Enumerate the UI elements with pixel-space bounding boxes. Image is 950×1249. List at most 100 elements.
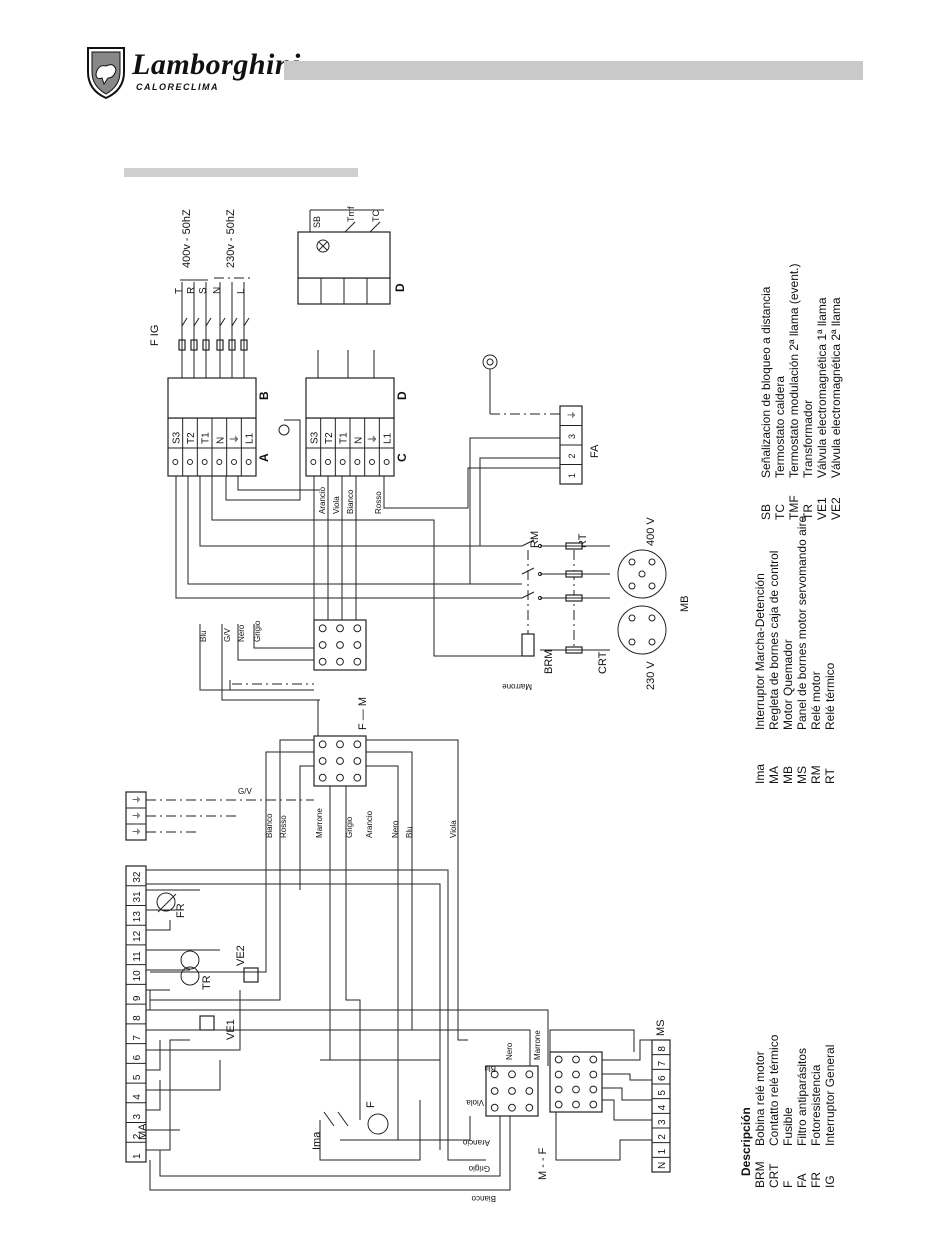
- ve1-valve-icon: [199, 1015, 215, 1031]
- wire-label-nero-top: Nero: [237, 624, 246, 642]
- relay-crt-label: CRT: [597, 651, 609, 674]
- terminal-block-d-top: SB Tmf TC D: [297, 206, 407, 305]
- ma-terminal-7: 7: [132, 1035, 143, 1041]
- ms-terminal-4: 4: [657, 1104, 668, 1110]
- wire-label-blu-bottom: Blu: [484, 1064, 496, 1073]
- wire-label-nero-bottom: Nero: [505, 1042, 514, 1060]
- terminal-terminals_a-0: S3: [171, 431, 182, 444]
- control-components: FR TR VE2 VE1 Ima F: [156, 892, 389, 1150]
- ground-strip: ⏚ ⏚ ⏚: [125, 791, 147, 841]
- wire-label-blu-mid: Blu: [405, 826, 414, 838]
- terminal-group-a-label: A: [257, 453, 271, 462]
- ms-terminal-1: 1: [657, 1148, 668, 1154]
- ma-terminal-9: 9: [132, 995, 143, 1001]
- terminal-block-b: [167, 377, 257, 419]
- wire-label-viola-mid: Viola: [449, 820, 458, 838]
- wire-label-bianco-c: Bianco: [346, 489, 355, 514]
- ma-terminal-4: 4: [132, 1094, 143, 1100]
- fusible-icon: [367, 1113, 389, 1135]
- page-header: Lamborghini CALORECLIMA: [0, 0, 950, 110]
- component-f-label: F: [365, 1101, 377, 1108]
- relay-brm-label: BRM: [543, 650, 555, 674]
- wire-label-arancio-c: Arancio: [318, 486, 327, 514]
- wire-label-grigio-bottom: Grigio: [468, 1164, 490, 1173]
- svg-text:⏚: ⏚: [132, 811, 142, 820]
- phase-r: R: [186, 287, 197, 294]
- ma-terminal-2: 2: [132, 1133, 143, 1139]
- phase-t: T: [174, 288, 185, 294]
- terminal-group-c-label: C: [395, 453, 409, 462]
- f-m-top-label: F — M: [357, 697, 369, 730]
- wiring: [146, 300, 652, 1191]
- terminal-terminals_a-3: N: [215, 437, 226, 444]
- relay-rm-label: RM: [529, 531, 541, 548]
- wire-label-marrone-bottom: Marrone: [533, 1030, 542, 1060]
- connector-lower: [485, 1065, 539, 1117]
- motor-relay-group: RM RT BRM CRT: [521, 531, 609, 674]
- terminal-terminals_a-1: T2: [186, 432, 197, 444]
- svg-text:⏚: ⏚: [132, 795, 142, 804]
- terminal-terminals_c-0: S3: [309, 431, 320, 444]
- wire-label-arancio-bottom: Arancio: [462, 1138, 490, 1147]
- component-tr-label: TR: [201, 975, 213, 990]
- m-f-bottom-label: M - - F: [537, 1147, 549, 1180]
- component-ima-label: Ima: [311, 1131, 323, 1150]
- ma-terminal-13: 13: [132, 911, 143, 923]
- supply-400-label: 400v - 50hZ: [181, 209, 193, 268]
- ms-terminal-2: 2: [657, 1134, 668, 1140]
- terminal-group-d-label: D: [395, 391, 409, 400]
- wire-label-viola-c: Viola: [332, 496, 341, 514]
- wire-label-rosso-c: Rosso: [374, 491, 383, 514]
- terminal-group-d-top-label: D: [393, 283, 407, 292]
- wire-label-viola-bottom: Viola: [466, 1098, 484, 1107]
- terminal-group-b-label: B: [257, 391, 271, 400]
- fotoresistencia-icon: [156, 892, 176, 912]
- connector-upper: [313, 619, 367, 671]
- wire-label-gv-top: G/V: [223, 628, 232, 642]
- terminal-terminals_a-4: ⏚: [229, 434, 241, 444]
- motor-400v-label: 400 V: [645, 517, 657, 546]
- wire-label-nero-mid: Nero: [391, 820, 400, 838]
- d-label-sb: SB: [312, 216, 322, 228]
- component-fr-label: FR: [175, 903, 187, 918]
- terminal-terminals_c-3: N: [353, 437, 364, 444]
- phase-s: S: [198, 287, 209, 294]
- wire-label-marrone-mid: Marrone: [315, 808, 324, 838]
- ms-terminal-N: N: [657, 1162, 668, 1169]
- d-label-tmf: Tmf: [346, 206, 356, 222]
- ma-terminal-1: 1: [132, 1153, 143, 1159]
- fa-terminal-0: 1: [567, 473, 577, 478]
- ma-terminal-12: 12: [132, 930, 143, 942]
- ma-terminal-3: 3: [132, 1114, 143, 1120]
- wire-labels: Arancio Viola Bianco Rosso Blu G/V Nero …: [199, 486, 542, 1203]
- ma-label: MA: [137, 1123, 149, 1140]
- phase-n: N: [212, 287, 223, 294]
- supply-230-label: 230v - 50hZ: [225, 209, 237, 268]
- fa-filter: 123⏚ FA: [482, 354, 601, 485]
- fa-terminal-3: ⏚: [567, 410, 577, 419]
- terminal-terminals_a-2: T1: [201, 432, 212, 444]
- terminal-terminals_c-1: T2: [324, 432, 335, 444]
- wire-label-gv-mid: G/V: [238, 787, 252, 796]
- brand-subtitle: CALORECLIMA: [136, 82, 219, 92]
- fa-terminal-1: 2: [567, 453, 577, 458]
- terminal-terminals_c-2: T1: [339, 432, 350, 444]
- wire-label-grigio-mid: Grigio: [345, 816, 354, 838]
- brand-name: Lamborghini: [132, 48, 301, 81]
- fa-terminal-2: 3: [567, 434, 577, 439]
- ma-terminal-31: 31: [132, 891, 143, 903]
- svg-text:⏚: ⏚: [132, 827, 142, 836]
- terminal-terminals_c-4: ⏚: [367, 434, 379, 444]
- ground-terminal-icon: [278, 424, 290, 436]
- ma-terminal-6: 6: [132, 1054, 143, 1060]
- phase-l: L: [236, 288, 247, 294]
- indicator-lamp-icon: [482, 354, 498, 370]
- ms-terminal-5: 5: [657, 1090, 668, 1096]
- terminal-terminals_c-5: L1: [383, 432, 394, 444]
- transformador-icon: [180, 950, 200, 970]
- ms-terminal-3: 3: [657, 1119, 668, 1125]
- connector-ms: [549, 1051, 603, 1113]
